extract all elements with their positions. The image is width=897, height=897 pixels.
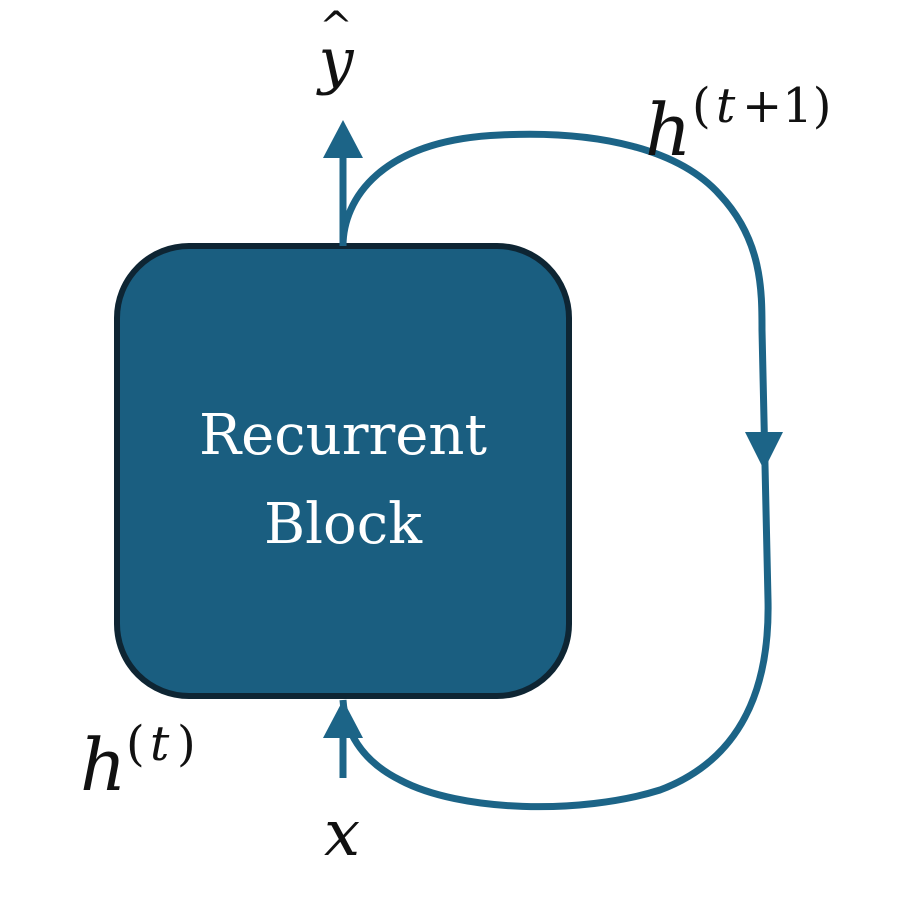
hidden-in-sup-close: ) bbox=[177, 716, 196, 772]
hidden-in-sup-var: t bbox=[150, 716, 170, 772]
hidden-in-sup-open: ( bbox=[126, 716, 145, 772]
hidden-out-sup-var: t bbox=[716, 78, 736, 134]
hidden-out-base: h bbox=[645, 88, 691, 172]
output-symbol: y bbox=[315, 24, 354, 97]
output-arrowhead bbox=[323, 120, 363, 158]
hidden-out-sup-rest: +1) bbox=[742, 78, 831, 134]
block-label-line2: Block bbox=[264, 492, 423, 557]
output-label: ^ y bbox=[315, 4, 354, 97]
input-symbol: x bbox=[324, 797, 360, 871]
recurrent-loop-path bbox=[339, 130, 772, 811]
block-label-line1: Recurrent bbox=[199, 403, 487, 468]
hidden-out-sup-open: ( bbox=[692, 78, 711, 134]
output-hat: ^ bbox=[319, 4, 353, 50]
recurrent-loop bbox=[339, 130, 783, 811]
hidden-in-base: h bbox=[80, 723, 126, 807]
recurrent-block-box bbox=[114, 243, 572, 699]
loop-arrowhead bbox=[745, 432, 783, 470]
hidden-in-label: h ( t ) bbox=[80, 716, 196, 807]
recurrent-block: Recurrent Block bbox=[114, 243, 572, 699]
hidden-out-label: h ( t +1) bbox=[645, 78, 831, 172]
